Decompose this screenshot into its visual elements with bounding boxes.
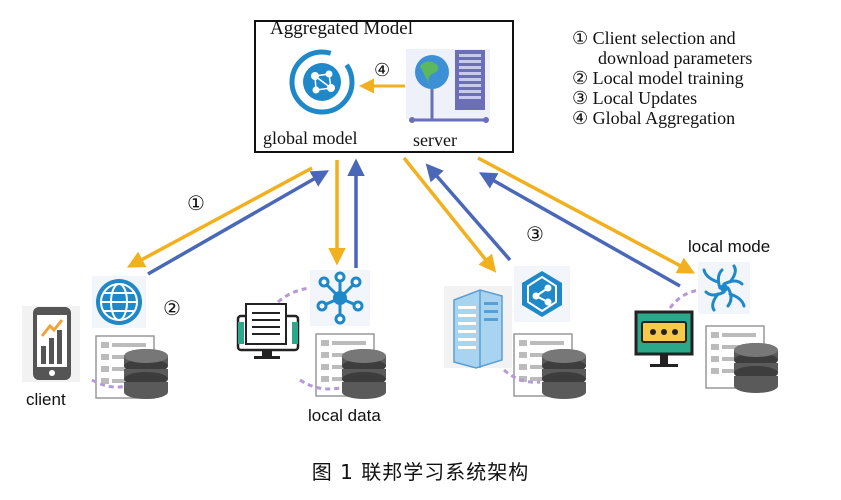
database-icon [342, 349, 386, 399]
globe-network-icon [289, 49, 355, 115]
legend-item-2: ② Local model training [572, 68, 744, 88]
legend-item-4: ④ Global Aggregation [572, 108, 736, 128]
aggregated-model-title: Aggregated Model [270, 18, 413, 39]
hexagon-share-icon [514, 266, 570, 322]
server-label: server [413, 130, 457, 150]
legend-item-1: ① Client selection and [572, 28, 736, 48]
local-data-label: local data [308, 406, 381, 425]
global-model-label: global model [263, 128, 358, 148]
database-icon [734, 343, 778, 393]
step-3-marker: ③ [526, 222, 544, 246]
database-icon [542, 349, 586, 399]
legend-item-1-cont: download parameters [598, 48, 753, 68]
database-icon [124, 349, 168, 399]
download-arrow-mode [477, 156, 696, 274]
download-arrow-server [402, 156, 497, 273]
server-rack-icon [406, 49, 490, 123]
client-label: client [26, 390, 66, 409]
legend-item-3: ③ Local Updates [572, 88, 698, 108]
figure-caption: 图 1 联邦学习系统架构 [311, 460, 530, 484]
monitor-chat-icon [632, 306, 696, 370]
server-cabinet-icon [444, 286, 512, 369]
step-1-marker: ① [187, 191, 205, 215]
legend: ① Client selection and download paramete… [572, 28, 752, 128]
document-computer-icon [234, 300, 302, 362]
step-4-marker: ④ [374, 60, 391, 81]
molecule-icon [310, 270, 370, 326]
neural-burst-icon [698, 262, 750, 314]
local-mode-label: local mode [688, 237, 771, 256]
upload-arrow-server [425, 163, 512, 262]
upload-arrow-mode [478, 172, 681, 288]
smartphone-chart-icon [22, 306, 80, 382]
upload-arrow-client [147, 170, 330, 276]
globe-icon [92, 276, 146, 328]
step-2-marker: ② [163, 296, 181, 320]
download-arrow-client [126, 166, 313, 268]
